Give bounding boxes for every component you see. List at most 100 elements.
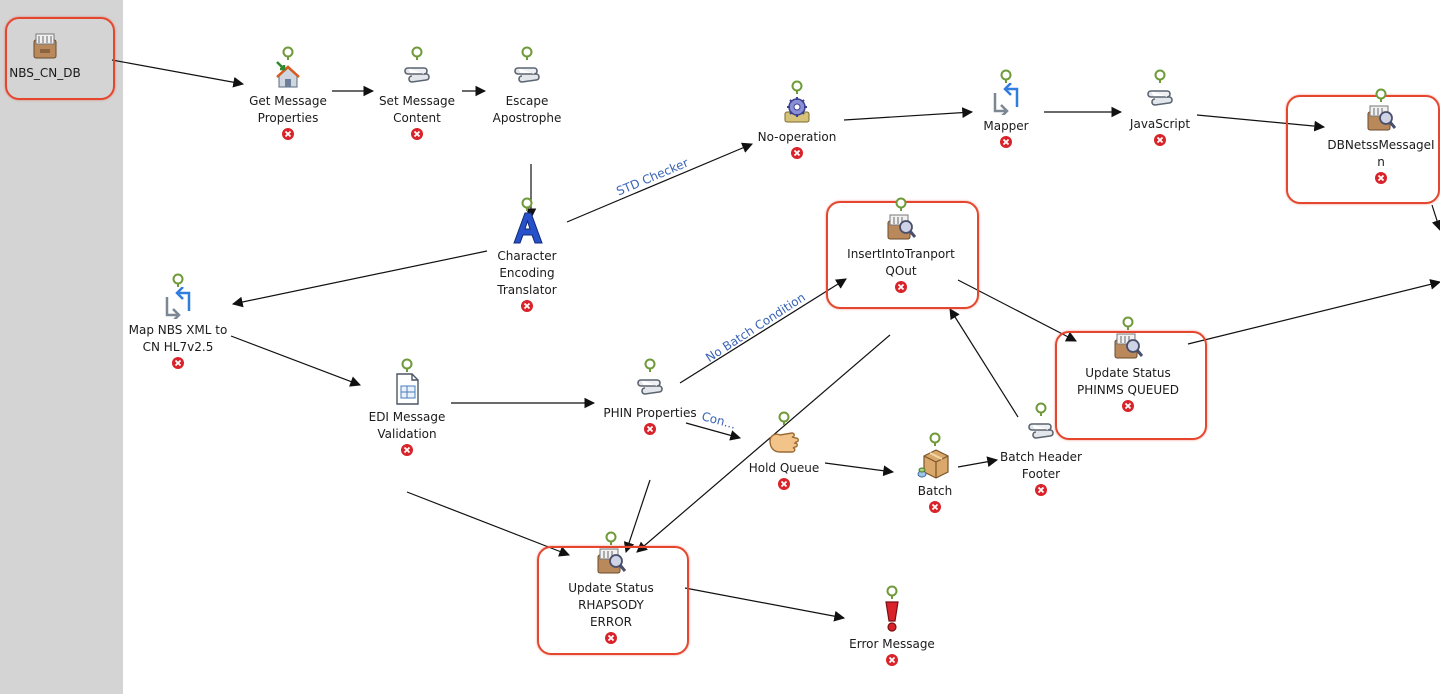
highlight-rhapsody-error xyxy=(537,546,689,655)
input-connector-icon[interactable] xyxy=(928,432,942,446)
error-connector-icon[interactable] xyxy=(520,299,534,313)
node-escape-apostrophe[interactable]: Escape Apostrophe xyxy=(462,46,592,127)
wire-charenc-to-noop[interactable] xyxy=(566,142,753,223)
node-nbs-cn-db[interactable]: NBS_CN_DB xyxy=(0,30,110,82)
node-label: JavaScript xyxy=(1129,117,1191,131)
error-connector-icon[interactable] xyxy=(790,146,804,160)
node-label: Error Message xyxy=(849,637,935,651)
database-communication-point-icon xyxy=(33,33,57,59)
input-connector-icon[interactable] xyxy=(643,358,657,372)
input-connector-icon[interactable] xyxy=(1034,402,1048,416)
error-connector-icon[interactable] xyxy=(604,631,618,645)
error-connector-icon[interactable] xyxy=(1374,171,1388,185)
node-label: Set Message Content xyxy=(378,94,456,125)
input-connector-icon[interactable] xyxy=(790,80,804,94)
highlight-phinms-queued xyxy=(1055,331,1207,440)
node-insert-into-transport-qout[interactable]: InsertIntoTranport QOut xyxy=(836,197,966,294)
error-connector-icon[interactable] xyxy=(171,356,185,370)
error-connector-icon[interactable] xyxy=(928,500,942,514)
input-connector-icon[interactable] xyxy=(171,273,185,287)
node-label: NBS_CN_DB xyxy=(9,66,81,80)
input-connector-icon[interactable] xyxy=(400,358,414,372)
input-connector-icon[interactable] xyxy=(520,46,534,60)
node-no-operation[interactable]: No-operation xyxy=(732,80,862,160)
input-connector-icon[interactable] xyxy=(604,531,618,545)
node-hold-queue[interactable]: Hold Queue xyxy=(719,411,849,491)
left-gutter xyxy=(0,0,123,694)
node-label: Character Encoding Translator xyxy=(497,249,557,297)
wire-edi-to-rhapsody[interactable] xyxy=(406,491,571,557)
error-connector-icon[interactable] xyxy=(885,653,899,667)
wire-charenc-to-mapnbs[interactable] xyxy=(231,250,488,308)
node-mapper[interactable]: Mapper xyxy=(941,69,1071,149)
document-validation-icon xyxy=(396,373,419,405)
node-character-encoding-translator[interactable]: Character Encoding Translator xyxy=(462,197,592,313)
exclamation-icon xyxy=(885,601,899,632)
input-connector-icon[interactable] xyxy=(520,197,534,211)
wire-phin-to-rhapsody[interactable] xyxy=(623,479,651,554)
node-edi-message-validation[interactable]: EDI Message Validation xyxy=(342,358,472,457)
script-scroll-icon xyxy=(1028,423,1054,439)
input-connector-icon[interactable] xyxy=(777,411,791,425)
node-label: EDI Message Validation xyxy=(368,410,446,441)
gear-machine-icon xyxy=(784,97,810,123)
node-error-message[interactable]: Error Message xyxy=(827,585,957,667)
node-label: Update Status PHINMS QUEUED xyxy=(1077,366,1179,397)
node-javascript[interactable]: JavaScript xyxy=(1095,69,1225,147)
node-label: Hold Queue xyxy=(748,461,820,475)
wire-noop-to-mapper[interactable] xyxy=(843,107,974,121)
wire-phin-to-holdqueue[interactable] xyxy=(685,422,742,441)
node-batch-header-footer[interactable]: Batch Header Footer xyxy=(976,402,1106,497)
input-connector-icon[interactable] xyxy=(1153,69,1167,83)
wire-insert-to-rhapsody[interactable] xyxy=(636,334,891,553)
node-label: Map NBS XML to CN HL7v2.5 xyxy=(128,323,228,354)
input-connector-icon[interactable] xyxy=(894,197,908,211)
letter-a-icon xyxy=(513,212,543,244)
node-batch[interactable]: Batch xyxy=(870,432,1000,514)
input-connector-icon[interactable] xyxy=(281,46,295,60)
wire-holdqueue-to-batch[interactable] xyxy=(824,462,895,477)
wire-batch-to-header[interactable] xyxy=(957,456,999,468)
error-connector-icon[interactable] xyxy=(894,280,908,294)
batch-box-icon xyxy=(917,449,949,479)
database-lookup-icon xyxy=(1114,333,1144,359)
highlight-nbs-cn-db xyxy=(5,17,115,100)
wire-header-to-insert[interactable] xyxy=(949,308,1019,418)
node-update-status-phinms-queued[interactable]: Update Status PHINMS QUEUED xyxy=(1063,316,1193,413)
error-connector-icon[interactable] xyxy=(777,477,791,491)
wire-rhapsody-to-errormsg[interactable] xyxy=(684,587,846,622)
error-connector-icon[interactable] xyxy=(410,127,424,141)
wire-mapnbs-to-edi[interactable] xyxy=(230,335,362,387)
wire-phinms-to-right[interactable] xyxy=(1187,279,1440,345)
database-lookup-icon xyxy=(1367,105,1397,131)
node-get-message-properties[interactable]: Get Message Properties xyxy=(223,46,353,141)
error-connector-icon[interactable] xyxy=(1121,399,1135,413)
wire-nbs-to-getprops[interactable] xyxy=(111,59,245,88)
node-label: PHIN Properties xyxy=(603,406,697,420)
input-connector-icon[interactable] xyxy=(885,585,899,599)
node-phin-properties[interactable]: PHIN Properties xyxy=(585,358,715,436)
wire-dbnetss-to-right[interactable] xyxy=(1431,204,1440,232)
node-label: Batch Header Footer xyxy=(999,450,1082,481)
input-connector-icon[interactable] xyxy=(1374,88,1388,102)
error-connector-icon[interactable] xyxy=(400,443,414,457)
node-map-nbs-xml[interactable]: Map NBS XML to CN HL7v2.5 xyxy=(113,273,243,370)
wire-javascript-to-dbnetss[interactable] xyxy=(1196,114,1326,132)
error-connector-icon[interactable] xyxy=(1034,483,1048,497)
error-connector-icon[interactable] xyxy=(281,127,295,141)
input-connector-icon[interactable] xyxy=(410,46,424,60)
node-label: Batch xyxy=(917,484,953,498)
node-dbnetss-message-in[interactable]: DBNetssMessageI n xyxy=(1316,88,1440,185)
node-set-message-content[interactable]: Set Message Content xyxy=(352,46,482,141)
error-connector-icon[interactable] xyxy=(643,422,657,436)
node-label: Escape Apostrophe xyxy=(492,94,562,125)
hand-stop-icon xyxy=(769,432,799,453)
node-label: Mapper xyxy=(983,119,1029,133)
wire-phin-to-insert[interactable] xyxy=(679,278,847,384)
input-connector-icon[interactable] xyxy=(1121,316,1135,330)
error-connector-icon[interactable] xyxy=(1153,133,1167,147)
node-update-status-rhapsody-error[interactable]: Update Status RHAPSODY ERROR xyxy=(546,531,676,645)
input-connector-icon[interactable] xyxy=(999,69,1013,83)
error-connector-icon[interactable] xyxy=(999,135,1013,149)
